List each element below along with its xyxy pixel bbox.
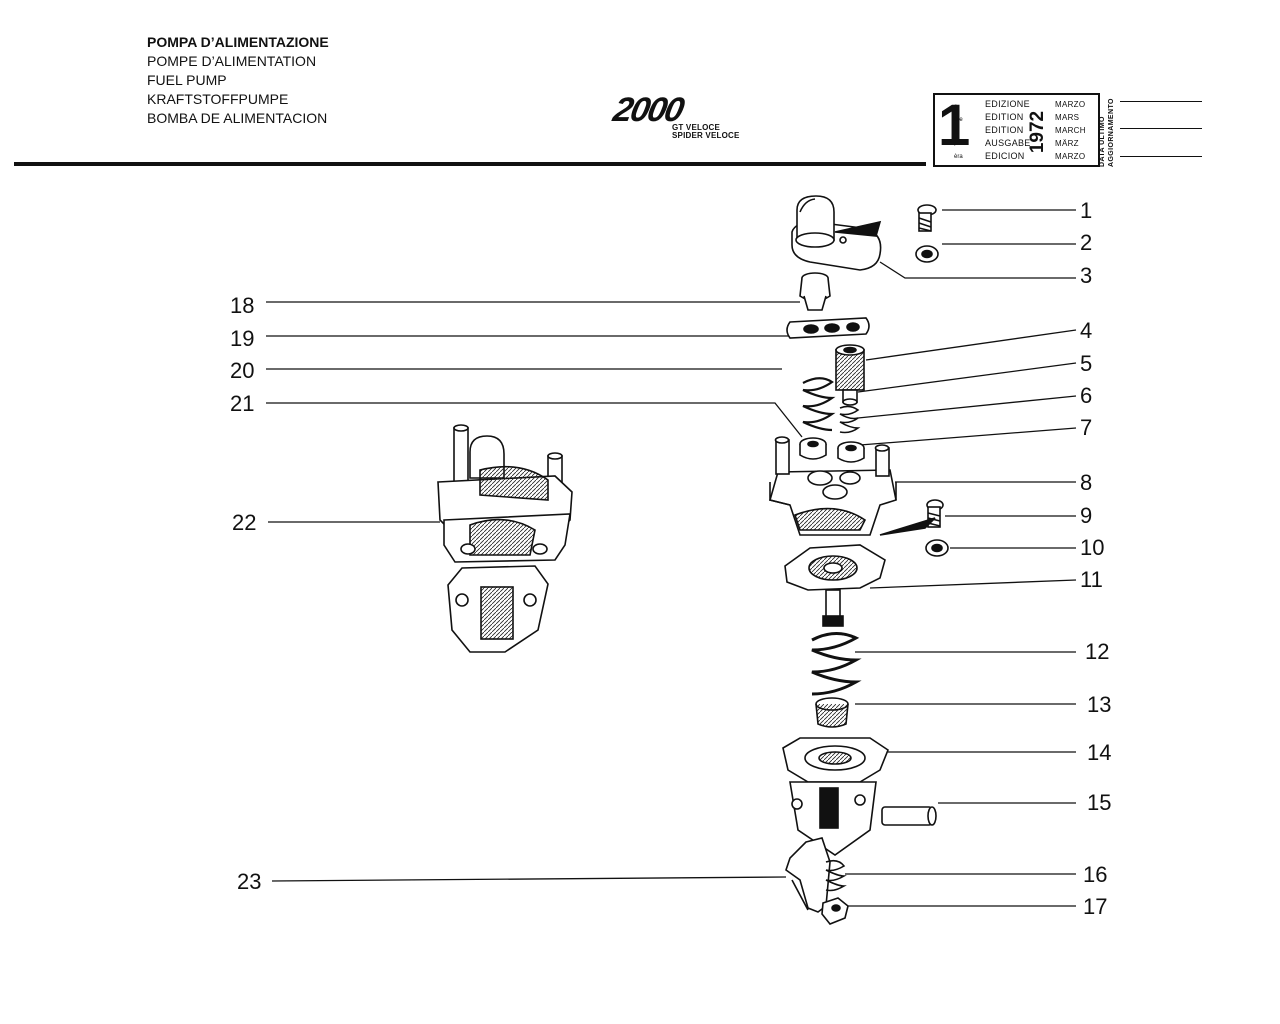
title-italian: POMPA D’ALIMENTAZIONE xyxy=(147,34,329,50)
spring-16 xyxy=(825,859,847,892)
spring-6 xyxy=(839,405,861,434)
screw-9 xyxy=(879,499,944,536)
title-german: KRAFTSTOFFPUMPE xyxy=(147,91,289,107)
spring-12 xyxy=(811,632,862,696)
callout-10: 10 xyxy=(1080,535,1104,560)
callout-8: 8 xyxy=(1080,470,1092,495)
edition-month: MÄRZ xyxy=(1055,139,1079,148)
callout-20: 20 xyxy=(230,358,254,383)
edition-suffix: a xyxy=(954,104,958,110)
top-cover xyxy=(791,195,882,271)
callout-13: 13 xyxy=(1087,692,1111,717)
callout-17: 17 xyxy=(1083,894,1107,919)
valve-seat-7 xyxy=(837,441,865,463)
callout-2: 2 xyxy=(1080,230,1092,255)
edition-word: EDIZIONE xyxy=(985,99,1030,109)
callout-numbers-right: 1 2 3 4 5 6 7 8 9 10 11 12 13 14 15 16 1… xyxy=(1080,198,1111,919)
callout-21: 21 xyxy=(230,391,254,416)
header-divider xyxy=(14,162,926,166)
spring-cup-13 xyxy=(815,697,849,728)
callout-23: 23 xyxy=(237,869,261,894)
edition-month: MARZO xyxy=(1055,100,1086,109)
callout-19: 19 xyxy=(230,326,254,351)
update-line xyxy=(1120,156,1202,157)
lower-body-14 xyxy=(782,737,889,856)
filter-4 xyxy=(835,344,865,391)
callout-15: 15 xyxy=(1087,790,1111,815)
rocker-arm-23 xyxy=(785,837,831,913)
callout-9: 9 xyxy=(1080,503,1092,528)
callout-numbers-left: 18 19 20 21 22 23 xyxy=(230,293,261,894)
valve-cap-18 xyxy=(799,272,831,311)
edition-number: 1 xyxy=(938,93,971,158)
callout-4: 4 xyxy=(1080,318,1092,343)
title-block: POMPA D’ALIMENTAZIONE POMPE D’ALIMENTATI… xyxy=(147,33,329,128)
update-line xyxy=(1120,128,1202,129)
edition-word: EDITION xyxy=(985,112,1024,122)
edition-word: EDICION xyxy=(985,151,1025,161)
edition-month: MARCH xyxy=(1055,126,1086,135)
callout-6: 6 xyxy=(1080,383,1092,408)
valve-5 xyxy=(842,389,858,406)
title-french: POMPE D’ALIMENTATION xyxy=(147,53,317,69)
edition-month: MARS xyxy=(1055,113,1080,122)
edition-suffix: st xyxy=(954,130,959,136)
screw-1 xyxy=(917,204,937,232)
title-spanish: BOMBA DE ALIMENTACION xyxy=(147,110,328,126)
exploded-parts xyxy=(769,195,949,925)
model-logo: 2000 GT VELOCE SPIDER VELOCE xyxy=(610,91,742,145)
leader-lines-left xyxy=(266,301,803,882)
pump-upper-body-8 xyxy=(769,436,897,536)
valve-seat-21 xyxy=(799,437,827,460)
edition-box: 1 a ère st . èra EDIZIONE EDITION EDITIO… xyxy=(933,93,1100,167)
callout-3: 3 xyxy=(1080,263,1092,288)
edition-month: MARZO xyxy=(1055,152,1086,161)
diaphragm-11 xyxy=(784,544,886,627)
model-variant-gt: GT VELOCE xyxy=(672,123,721,132)
callout-5: 5 xyxy=(1080,351,1092,376)
edition-word: EDITION xyxy=(985,125,1024,135)
update-line xyxy=(1120,101,1202,102)
callout-12: 12 xyxy=(1085,639,1109,664)
callout-14: 14 xyxy=(1087,740,1111,765)
callout-22: 22 xyxy=(232,510,256,535)
model-variant-spider: SPIDER VELOCE xyxy=(672,131,740,140)
spring-20 xyxy=(802,377,836,432)
nut-17 xyxy=(821,897,849,925)
assembled-fuel-pump-22 xyxy=(437,424,573,653)
callout-16: 16 xyxy=(1083,862,1107,887)
edition-suffix: ère xyxy=(954,117,963,123)
edition-suffix: . xyxy=(954,142,956,148)
callout-1: 1 xyxy=(1080,198,1092,223)
title-english: FUEL PUMP xyxy=(147,72,227,88)
pin-15 xyxy=(881,806,937,826)
callout-11: 11 xyxy=(1080,567,1103,592)
edition-suffix: èra xyxy=(954,154,963,160)
callout-18: 18 xyxy=(230,293,254,318)
callout-7: 7 xyxy=(1080,415,1092,440)
gasket-19 xyxy=(786,317,870,339)
edition-word: AUSGABE xyxy=(985,138,1031,148)
leader-lines-right xyxy=(845,209,1077,907)
